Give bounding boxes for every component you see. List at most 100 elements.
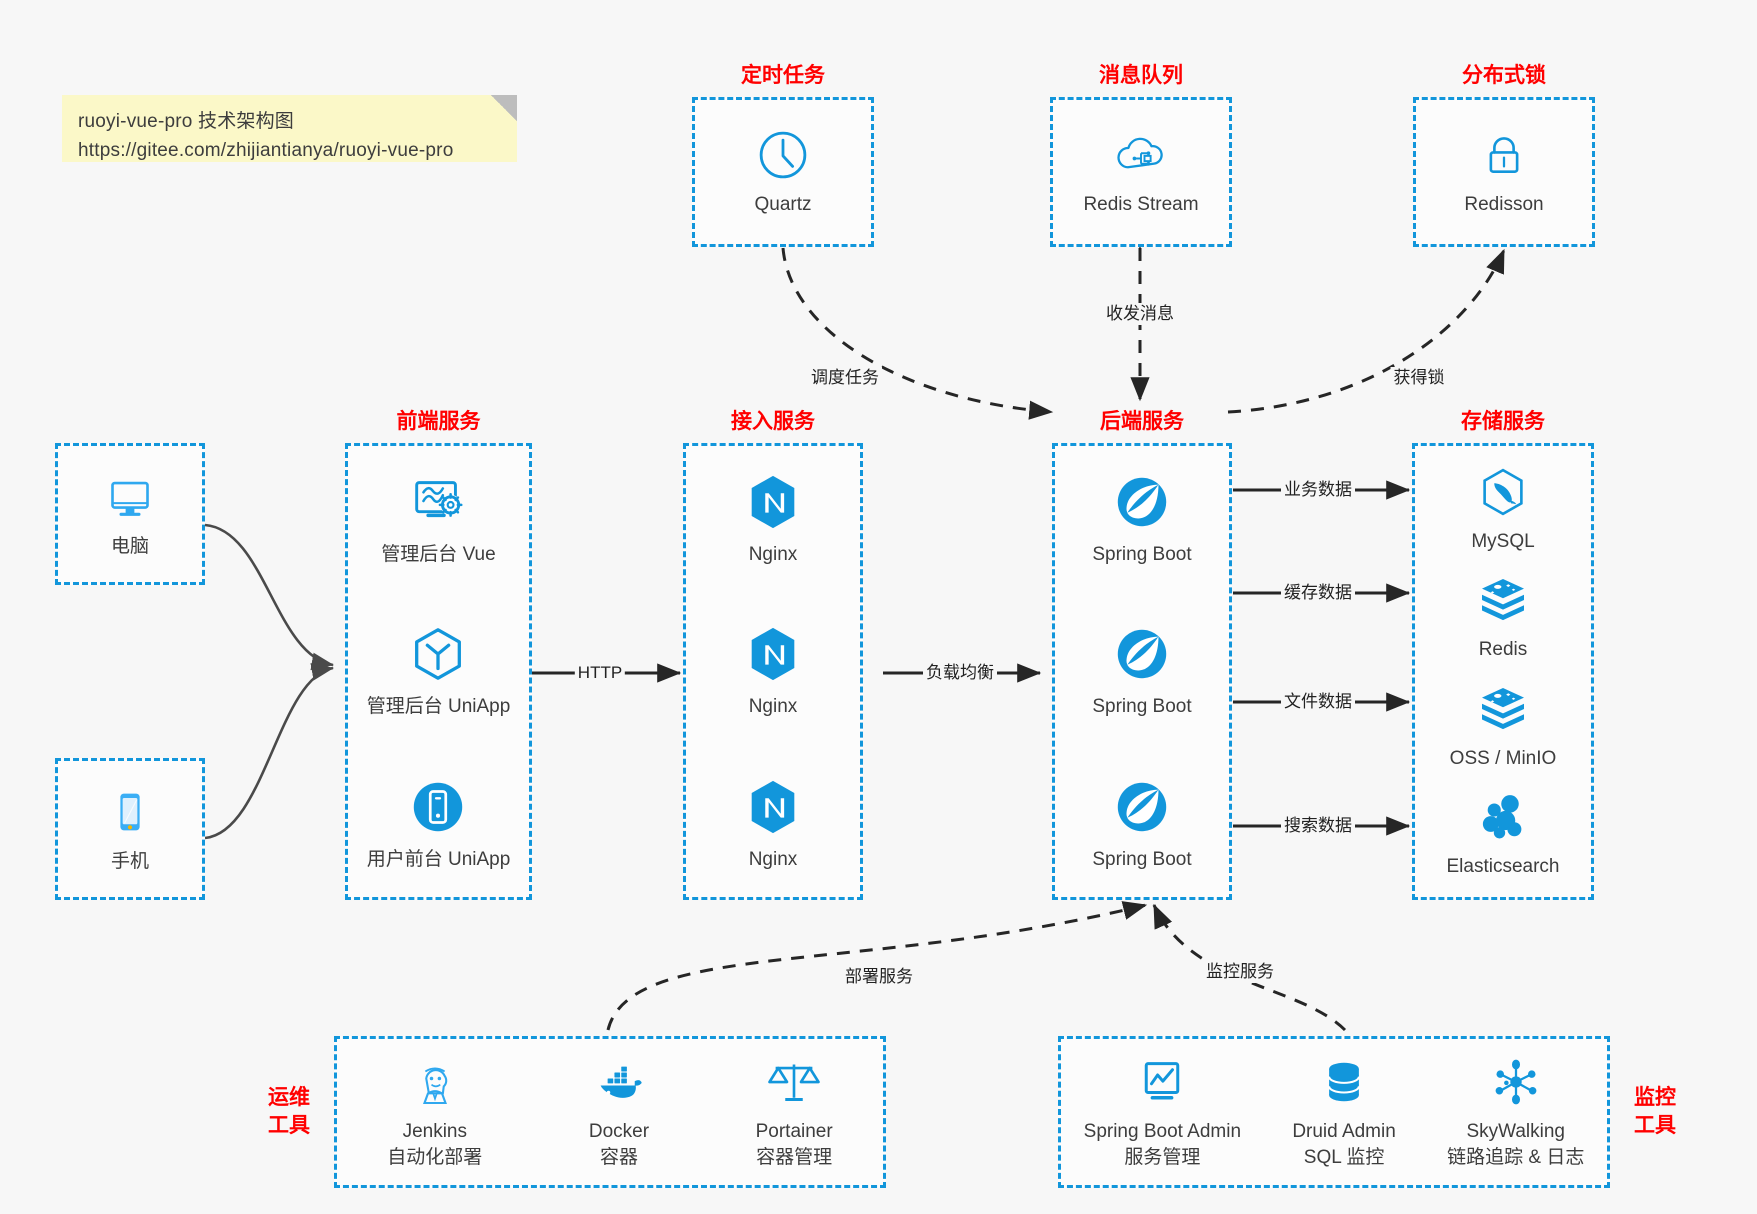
node-jenkins[interactable]: Jenkins 自动化部署 <box>387 1054 482 1171</box>
node-elasticsearch-label: Elasticsearch <box>1446 855 1560 877</box>
group-message-queue-box <box>1050 97 1232 247</box>
node-docker-sub: 容器 <box>599 1146 638 1168</box>
group-monitor-title-line1: 监控 <box>1634 1086 1676 1109</box>
node-redisson-label: Redisson <box>1464 194 1544 215</box>
node-spring-boot-admin-sub: 服务管理 <box>1124 1146 1201 1168</box>
edge-label-devops-backend: 部署服务 <box>842 966 916 988</box>
dashboard-gear-icon <box>407 471 469 533</box>
skywalking-icon <box>1488 1054 1544 1110</box>
node-nginx-3-label: Nginx <box>748 848 798 870</box>
group-monitor-title: 监控 工具 <box>1634 1084 1676 1140</box>
node-nginx-3[interactable]: Nginx <box>742 776 804 872</box>
node-phone-label: 手机 <box>110 851 149 872</box>
node-admin-vue-label: 管理后台 Vue <box>381 544 496 566</box>
node-quartz-label: Quartz <box>754 194 812 215</box>
node-redis-stream[interactable]: Redis Stream <box>1083 127 1199 217</box>
node-admin-uniapp[interactable]: 管理后台 UniApp <box>366 623 511 719</box>
clock-icon <box>755 127 811 183</box>
node-redisson[interactable]: Redisson <box>1464 127 1544 217</box>
node-spring-boot-1-label: Spring Boot <box>1092 544 1192 566</box>
node-redis-label: Redis <box>1478 639 1528 661</box>
group-devops: 运维 工具 Jenkins 自动化部署 <box>268 1036 886 1188</box>
node-phone[interactable]: 手机 <box>102 784 158 874</box>
edge-label-backend-es: 搜索数据 <box>1281 815 1355 837</box>
group-distributed-lock: 分布式锁 Redisson <box>1413 64 1595 247</box>
group-client-pc: 电脑 <box>55 443 205 585</box>
group-storage: 存储服务 MySQL <box>1412 410 1594 900</box>
group-monitor-title-line2: 工具 <box>1634 1114 1676 1137</box>
edge-label-backend-lock: 获得锁 <box>1390 367 1448 389</box>
node-druid-admin-label: Druid Admin <box>1292 1120 1396 1142</box>
group-frontend-title: 前端服务 <box>396 410 481 433</box>
node-user-uniapp-label: 用户前台 UniApp <box>366 848 511 870</box>
node-redis[interactable]: Redis <box>1475 572 1531 662</box>
nginx-icon <box>742 776 804 838</box>
group-backend-title: 后端服务 <box>1100 410 1184 433</box>
node-portainer-label: Portainer <box>755 1120 833 1142</box>
node-spring-boot-3-label: Spring Boot <box>1092 848 1192 870</box>
node-portainer-sub: 容器管理 <box>756 1146 833 1168</box>
mobile-circle-icon <box>407 776 469 838</box>
node-spring-boot-3[interactable]: Spring Boot <box>1092 776 1192 872</box>
node-jenkins-label: Jenkins <box>402 1120 467 1142</box>
spring-boot-icon <box>1111 471 1173 533</box>
group-monitor: 监控 工具 Spring Boot Admin 服务管理 <box>1058 1036 1676 1188</box>
group-scheduler-title: 定时任务 <box>741 64 825 87</box>
node-spring-boot-admin[interactable]: Spring Boot Admin 服务管理 <box>1084 1054 1241 1171</box>
elasticsearch-icon <box>1475 789 1531 845</box>
group-scheduler-box <box>692 97 874 247</box>
scales-icon <box>766 1054 822 1110</box>
desktop-icon <box>102 469 158 525</box>
group-backend: 后端服务 Spring Boot <box>1052 410 1232 900</box>
node-admin-vue[interactable]: 管理后台 Vue <box>381 471 496 567</box>
node-jenkins-sub: 自动化部署 <box>387 1146 483 1168</box>
node-portainer[interactable]: Portainer 容器管理 <box>756 1054 833 1171</box>
node-oss-minio-label: OSS / MinIO <box>1449 747 1557 769</box>
node-docker[interactable]: Docker 容器 <box>589 1054 649 1171</box>
spring-boot-icon <box>1111 776 1173 838</box>
note-line-2: https://gitee.com/zhijiantianya/ruoyi-vu… <box>78 140 454 161</box>
node-spring-boot-2[interactable]: Spring Boot <box>1092 623 1192 719</box>
node-admin-uniapp-label: 管理后台 UniApp <box>366 696 511 718</box>
group-gateway-title: 接入服务 <box>731 410 815 433</box>
edge-label-mq-backend: 收发消息 <box>1103 303 1177 325</box>
spring-boot-icon <box>1111 623 1173 685</box>
edge-label-monitor-backend: 监控服务 <box>1203 961 1277 983</box>
group-scheduler: 定时任务 Quartz <box>692 64 874 247</box>
node-nginx-1[interactable]: Nginx <box>742 471 804 567</box>
node-nginx-2[interactable]: Nginx <box>742 623 804 719</box>
node-spring-boot-1[interactable]: Spring Boot <box>1092 471 1192 567</box>
group-devops-title-line1: 运维 <box>268 1086 310 1109</box>
node-desktop[interactable]: 电脑 <box>102 469 158 559</box>
redis-icon <box>1475 572 1531 628</box>
group-message-queue: 消息队列 Redis Stream <box>1050 64 1232 247</box>
group-frontend: 前端服务 <box>345 410 532 900</box>
cloud-stream-icon <box>1113 127 1169 183</box>
lock-icon <box>1476 127 1532 183</box>
group-message-queue-title: 消息队列 <box>1099 64 1183 87</box>
cube-icon <box>407 623 469 685</box>
jenkins-icon <box>407 1054 463 1110</box>
node-user-uniapp[interactable]: 用户前台 UniApp <box>366 776 511 872</box>
node-oss-minio[interactable]: OSS / MinIO <box>1449 681 1557 771</box>
node-druid-admin-sub: SQL 监控 <box>1303 1146 1385 1168</box>
database-icon <box>1316 1054 1372 1110</box>
node-skywalking[interactable]: SkyWalking 链路追踪 & 日志 <box>1447 1054 1584 1171</box>
node-mysql[interactable]: MySQL <box>1471 464 1535 554</box>
node-redis-stream-label: Redis Stream <box>1083 194 1199 215</box>
node-nginx-1-label: Nginx <box>748 544 798 566</box>
edge-label-gateway-backend: 负载均衡 <box>923 662 997 684</box>
node-quartz[interactable]: Quartz <box>754 127 812 217</box>
edge-label-frontend-gateway: HTTP <box>574 662 626 684</box>
group-devops-title-line2: 工具 <box>268 1114 310 1137</box>
group-distributed-lock-title: 分布式锁 <box>1462 64 1546 87</box>
node-skywalking-label: SkyWalking <box>1466 1120 1565 1142</box>
node-desktop-label: 电脑 <box>110 536 149 557</box>
node-elasticsearch[interactable]: Elasticsearch <box>1447 789 1560 879</box>
edge-label-backend-oss: 文件数据 <box>1281 691 1355 713</box>
edge-label-scheduler-backend: 调度任务 <box>808 367 882 389</box>
node-druid-admin[interactable]: Druid Admin SQL 监控 <box>1292 1054 1396 1171</box>
mysql-icon <box>1475 464 1531 520</box>
group-gateway: 接入服务 Nginx Nginx <box>683 410 863 900</box>
